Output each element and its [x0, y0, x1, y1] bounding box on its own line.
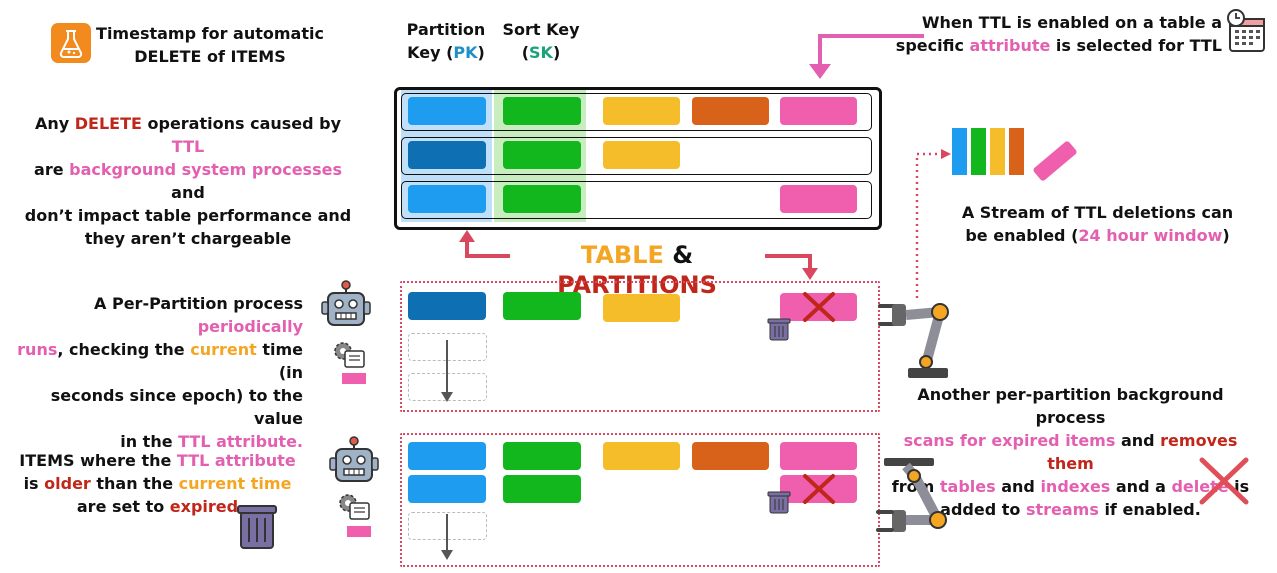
partition-box — [400, 433, 880, 567]
page-title: Timestamp for automatic DELETE of ITEMS — [95, 22, 325, 68]
ttl-attribute-cell — [780, 442, 857, 470]
down-arrow — [441, 340, 453, 402]
attribute-cell — [603, 97, 680, 125]
table-row — [401, 93, 872, 131]
trash-icon — [767, 489, 791, 515]
attribute-cell — [692, 442, 769, 470]
cross-icon — [802, 473, 836, 505]
attribute-cell — [692, 97, 769, 125]
table-partitions-label: TABLE & PARTITIONS — [557, 241, 717, 299]
background-process-note: Another per-partition background process… — [891, 385, 1250, 519]
delete-operations-note: Any DELETE operations caused by TTL are … — [24, 114, 352, 248]
ttl-enabled-note: When TTL is enabled on a table a specifi… — [895, 13, 1222, 55]
pk-cell — [408, 475, 486, 503]
robot-icon — [328, 436, 380, 486]
sk-cell — [503, 442, 581, 470]
sk-cell — [503, 475, 581, 503]
robot-icon — [320, 280, 372, 330]
stream-icon — [950, 128, 1080, 188]
stream-note: A Stream of TTL deletions can be enabled… — [961, 203, 1234, 245]
trash-icon — [767, 316, 791, 342]
table-row — [401, 181, 872, 219]
sk-cell — [503, 292, 581, 320]
attribute-cell — [603, 141, 680, 169]
cross-icon — [802, 291, 836, 323]
partition-key-header: Partition Key (PK) — [406, 20, 486, 62]
attribute-cell — [603, 294, 680, 322]
calendar-clock-icon — [1226, 9, 1268, 53]
pk-cell — [408, 141, 486, 169]
attribute-cell — [603, 442, 680, 470]
trash-icon — [236, 502, 278, 550]
partition-box — [400, 281, 880, 412]
stream-connector — [915, 149, 951, 298]
gear-settings-icon — [337, 492, 373, 538]
table-row — [401, 137, 872, 175]
items-note: ITEMS where the TTL attribute is older t… — [19, 451, 296, 516]
cross-icon — [1198, 456, 1250, 506]
down-arrow — [441, 514, 453, 560]
flask-icon — [51, 23, 91, 63]
robot-arm-icon — [878, 292, 958, 382]
ttl-attribute-cell — [780, 185, 857, 213]
process-note: A Per-Partition process periodically run… — [17, 294, 303, 451]
gear-settings-icon — [332, 340, 368, 386]
sk-cell — [503, 185, 581, 213]
pk-cell — [408, 185, 486, 213]
pk-cell — [408, 97, 486, 125]
pk-cell — [408, 292, 486, 320]
sort-key-header: Sort Key (SK) — [502, 20, 580, 62]
title-line-2: DELETE of ITEMS — [134, 47, 286, 66]
pk-cell — [408, 442, 486, 470]
title-line-1: Timestamp for automatic — [96, 24, 324, 43]
table-label-arrows — [459, 230, 818, 280]
robot-arm-icon — [876, 456, 958, 540]
ttl-arrow — [809, 34, 924, 79]
sk-cell — [503, 97, 581, 125]
sk-cell — [503, 141, 581, 169]
ttl-attribute-cell — [780, 97, 857, 125]
